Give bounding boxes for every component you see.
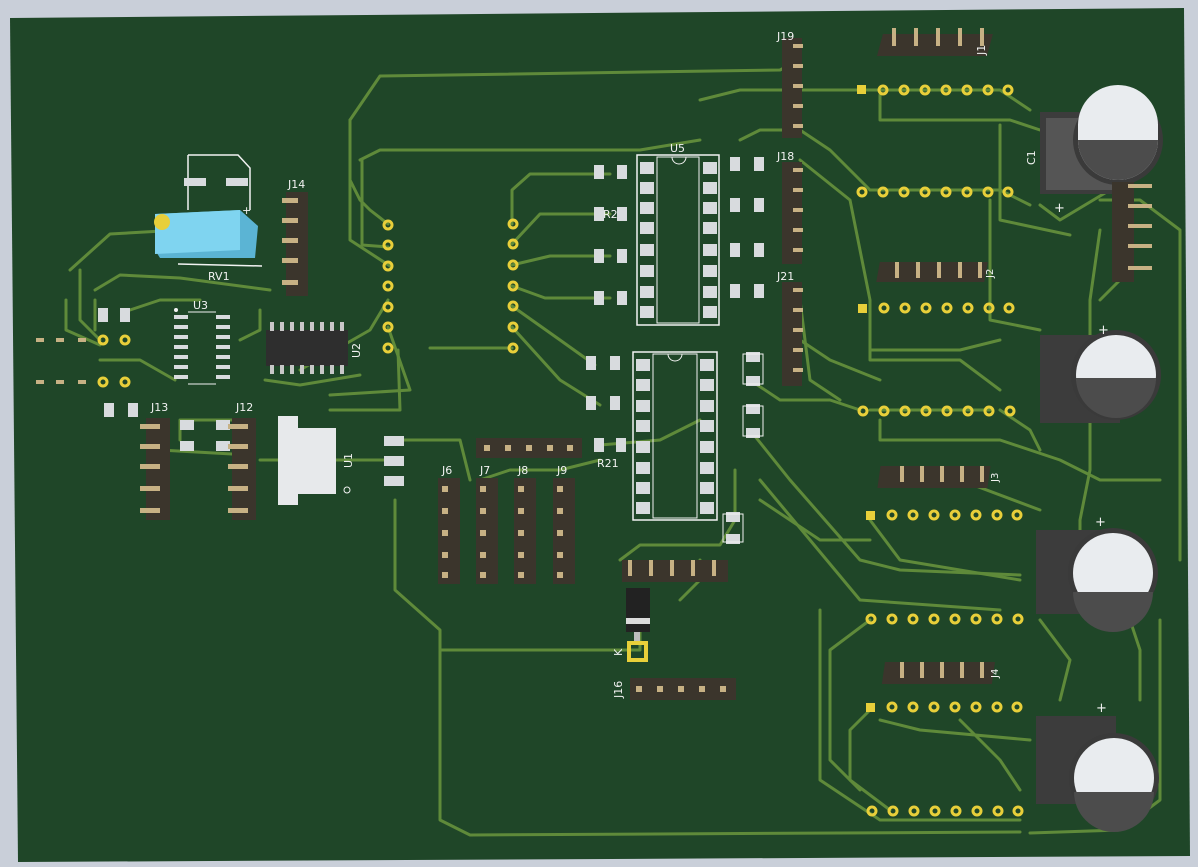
header-j21 [782,282,803,386]
header-j7 [476,478,498,584]
ref-rv1: RV1 [208,270,230,283]
capacitor-c1 [1040,85,1163,194]
header-j19 [782,38,803,138]
regulator-u1 [278,416,404,505]
ref-j3: J3 [990,473,1001,483]
tht-pad-row-1 [856,84,1014,198]
smd-resistors-r2-group [594,165,627,305]
ref-j1: J1 [975,45,988,56]
cap2-polarity: + [1098,323,1109,338]
ref-j16: J16 [612,681,625,699]
header-j16 [630,678,736,700]
capacitor-2 [1040,330,1161,423]
ref-j19: J19 [776,30,794,43]
ref-r21: R21 [597,457,619,470]
left-connector-pins [36,334,131,388]
header-j4 [881,662,995,684]
ref-u5: U5 [670,142,685,155]
diode-cathode-label: K [612,648,625,656]
ref-u2: U2 [350,343,363,358]
ic-u3 [174,308,230,385]
ref-j13: J13 [150,401,168,414]
c1-polarity: + [1054,201,1065,216]
ic-lower-dip [632,351,718,521]
header-right-vertical [1112,182,1152,282]
ref-j21: J21 [776,270,794,283]
header-near-diode [622,560,728,582]
rv1-polarity: + [242,204,251,217]
header-j12 [228,418,256,520]
pcb-board [10,8,1190,862]
capacitor-4 [1036,716,1159,832]
ic-u2 [266,322,348,374]
header-j18 [782,162,803,264]
smd-right-of-u5 [730,157,764,298]
trimmer-rv1 [154,154,263,267]
header-j3 [877,466,991,488]
header-j1 [876,28,993,56]
ref-r2: R2 [603,208,618,221]
header-j9 [553,478,575,584]
tht-pad-row-4 [866,701,1024,817]
ref-j8: J8 [517,464,528,477]
ref-j12: J12 [235,401,253,414]
smd-left-group [98,308,230,451]
tht-pad-row-2 [857,302,1016,417]
ic-u5 [636,154,720,326]
ref-u1: U1 [342,453,355,468]
ref-j4: J4 [990,669,1001,679]
ref-j6: J6 [441,464,452,477]
cap3-polarity: + [1095,515,1106,530]
capacitor-3 [1036,528,1158,632]
ref-j14: J14 [287,178,305,191]
header-j2 [876,262,988,282]
smd-resistors-r21-group [586,352,760,544]
ref-j2: J2 [985,269,996,279]
ref-j9: J9 [556,464,567,477]
ref-u3: U3 [193,299,208,312]
tht-pad-row-3 [865,509,1024,625]
diode [626,588,650,662]
header-j13 [140,418,170,520]
silk-outline-small [722,353,764,543]
header-j6 [438,478,460,584]
cap4-polarity: + [1096,701,1107,716]
ref-j18: J18 [776,150,794,163]
header-j8 [514,478,536,584]
header-j14 [282,192,308,296]
tht-pad-column-center [382,218,519,354]
header-horizontal-mid [476,438,582,458]
ref-j7: J7 [479,464,490,477]
ref-c1: C1 [1025,150,1038,165]
